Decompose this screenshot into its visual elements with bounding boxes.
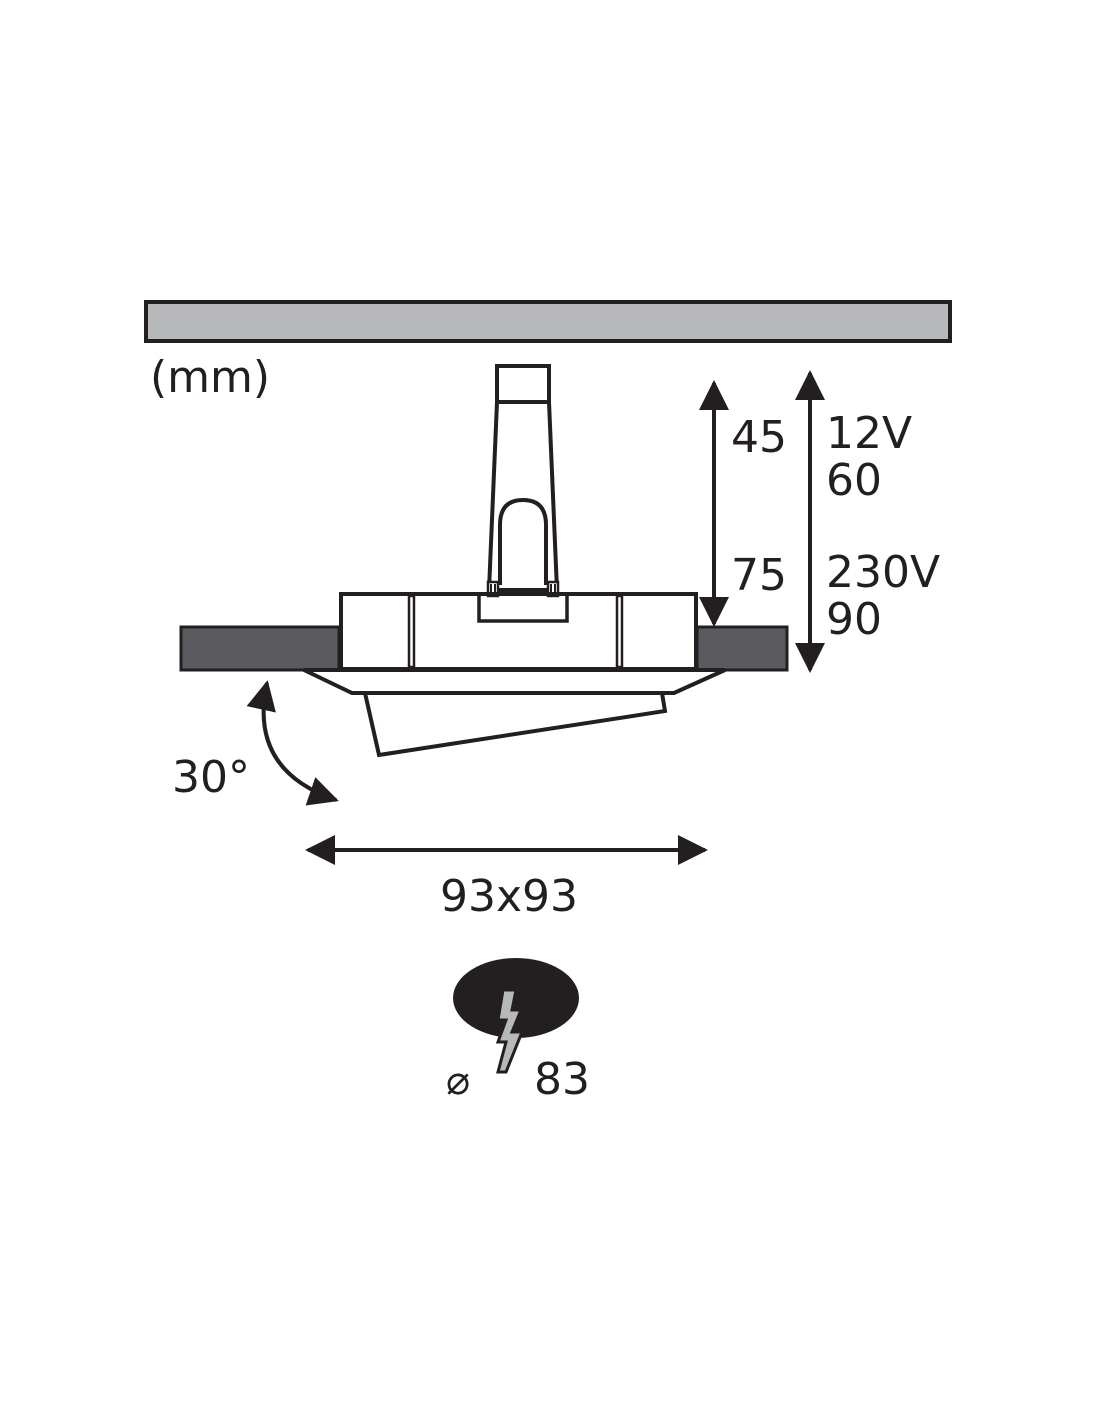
- connector-housing: [486, 364, 560, 598]
- tilted-lamp-body: [362, 691, 668, 758]
- cutout-hole: [453, 958, 579, 1038]
- tilt-angle-arrow: [246, 680, 339, 806]
- mounting-bracket: [339, 592, 698, 671]
- unit-label: (mm): [150, 352, 270, 403]
- diameter-symbol: ⌀: [446, 1058, 470, 1104]
- depth-12v-label: 45: [731, 412, 787, 463]
- ceiling-slab: [144, 300, 952, 343]
- drill-bit-icon: [495, 988, 525, 1074]
- voltage-12v-label: 12V: [826, 408, 912, 459]
- ceiling-board-left: [179, 625, 341, 672]
- height-12v-label: 60: [826, 455, 882, 506]
- cutout-diameter-label: 83: [534, 1054, 590, 1105]
- height-230v-label: 90: [826, 594, 882, 645]
- size-label: 93x93: [440, 871, 578, 922]
- tilt-angle-label: 30°: [172, 752, 250, 803]
- depth-230v-label: 75: [731, 550, 787, 601]
- ceiling-board-right: [695, 625, 789, 672]
- voltage-230v-label: 230V: [826, 547, 940, 598]
- trim-ring: [303, 668, 726, 695]
